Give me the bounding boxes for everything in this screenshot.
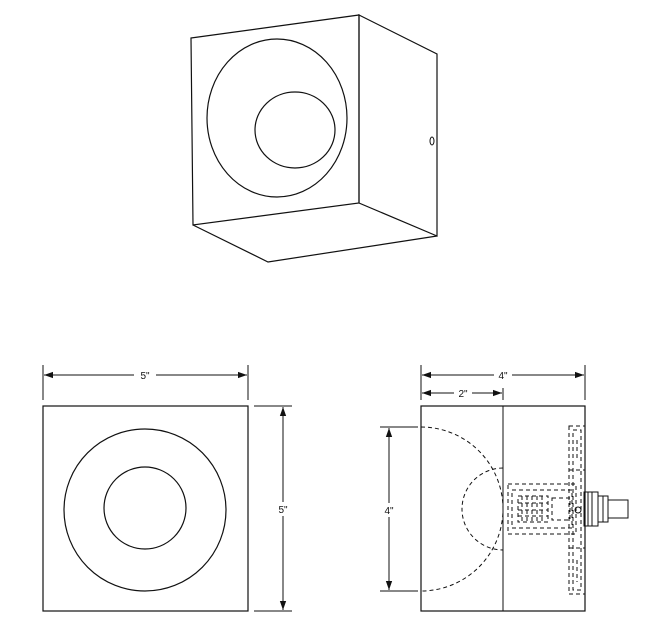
iso-outer-circle: [206, 38, 348, 198]
front-face: [42, 405, 249, 612]
iso-inner-circle: [254, 91, 336, 169]
side-offset-label: 2": [458, 389, 468, 400]
isometric-view: [190, 14, 438, 263]
front-inner-circle: [103, 466, 187, 550]
iso-bottom-edge: [192, 224, 438, 263]
side-view: 4" 2" 4": [380, 365, 629, 612]
side-hidden-outer-arc: [420, 426, 504, 592]
iso-side-hole: [429, 136, 435, 146]
front-view: 5" 5": [42, 365, 292, 612]
front-outer-circle: [63, 428, 227, 592]
iso-side-face: [358, 14, 438, 237]
side-width-label: 4": [498, 371, 508, 382]
front-height-label: 5": [278, 505, 288, 516]
side-hidden-inner-arc: [461, 467, 504, 551]
side-height-label: 4": [384, 506, 394, 517]
front-width-label: 5": [140, 371, 150, 382]
side-hardware: [507, 425, 629, 595]
